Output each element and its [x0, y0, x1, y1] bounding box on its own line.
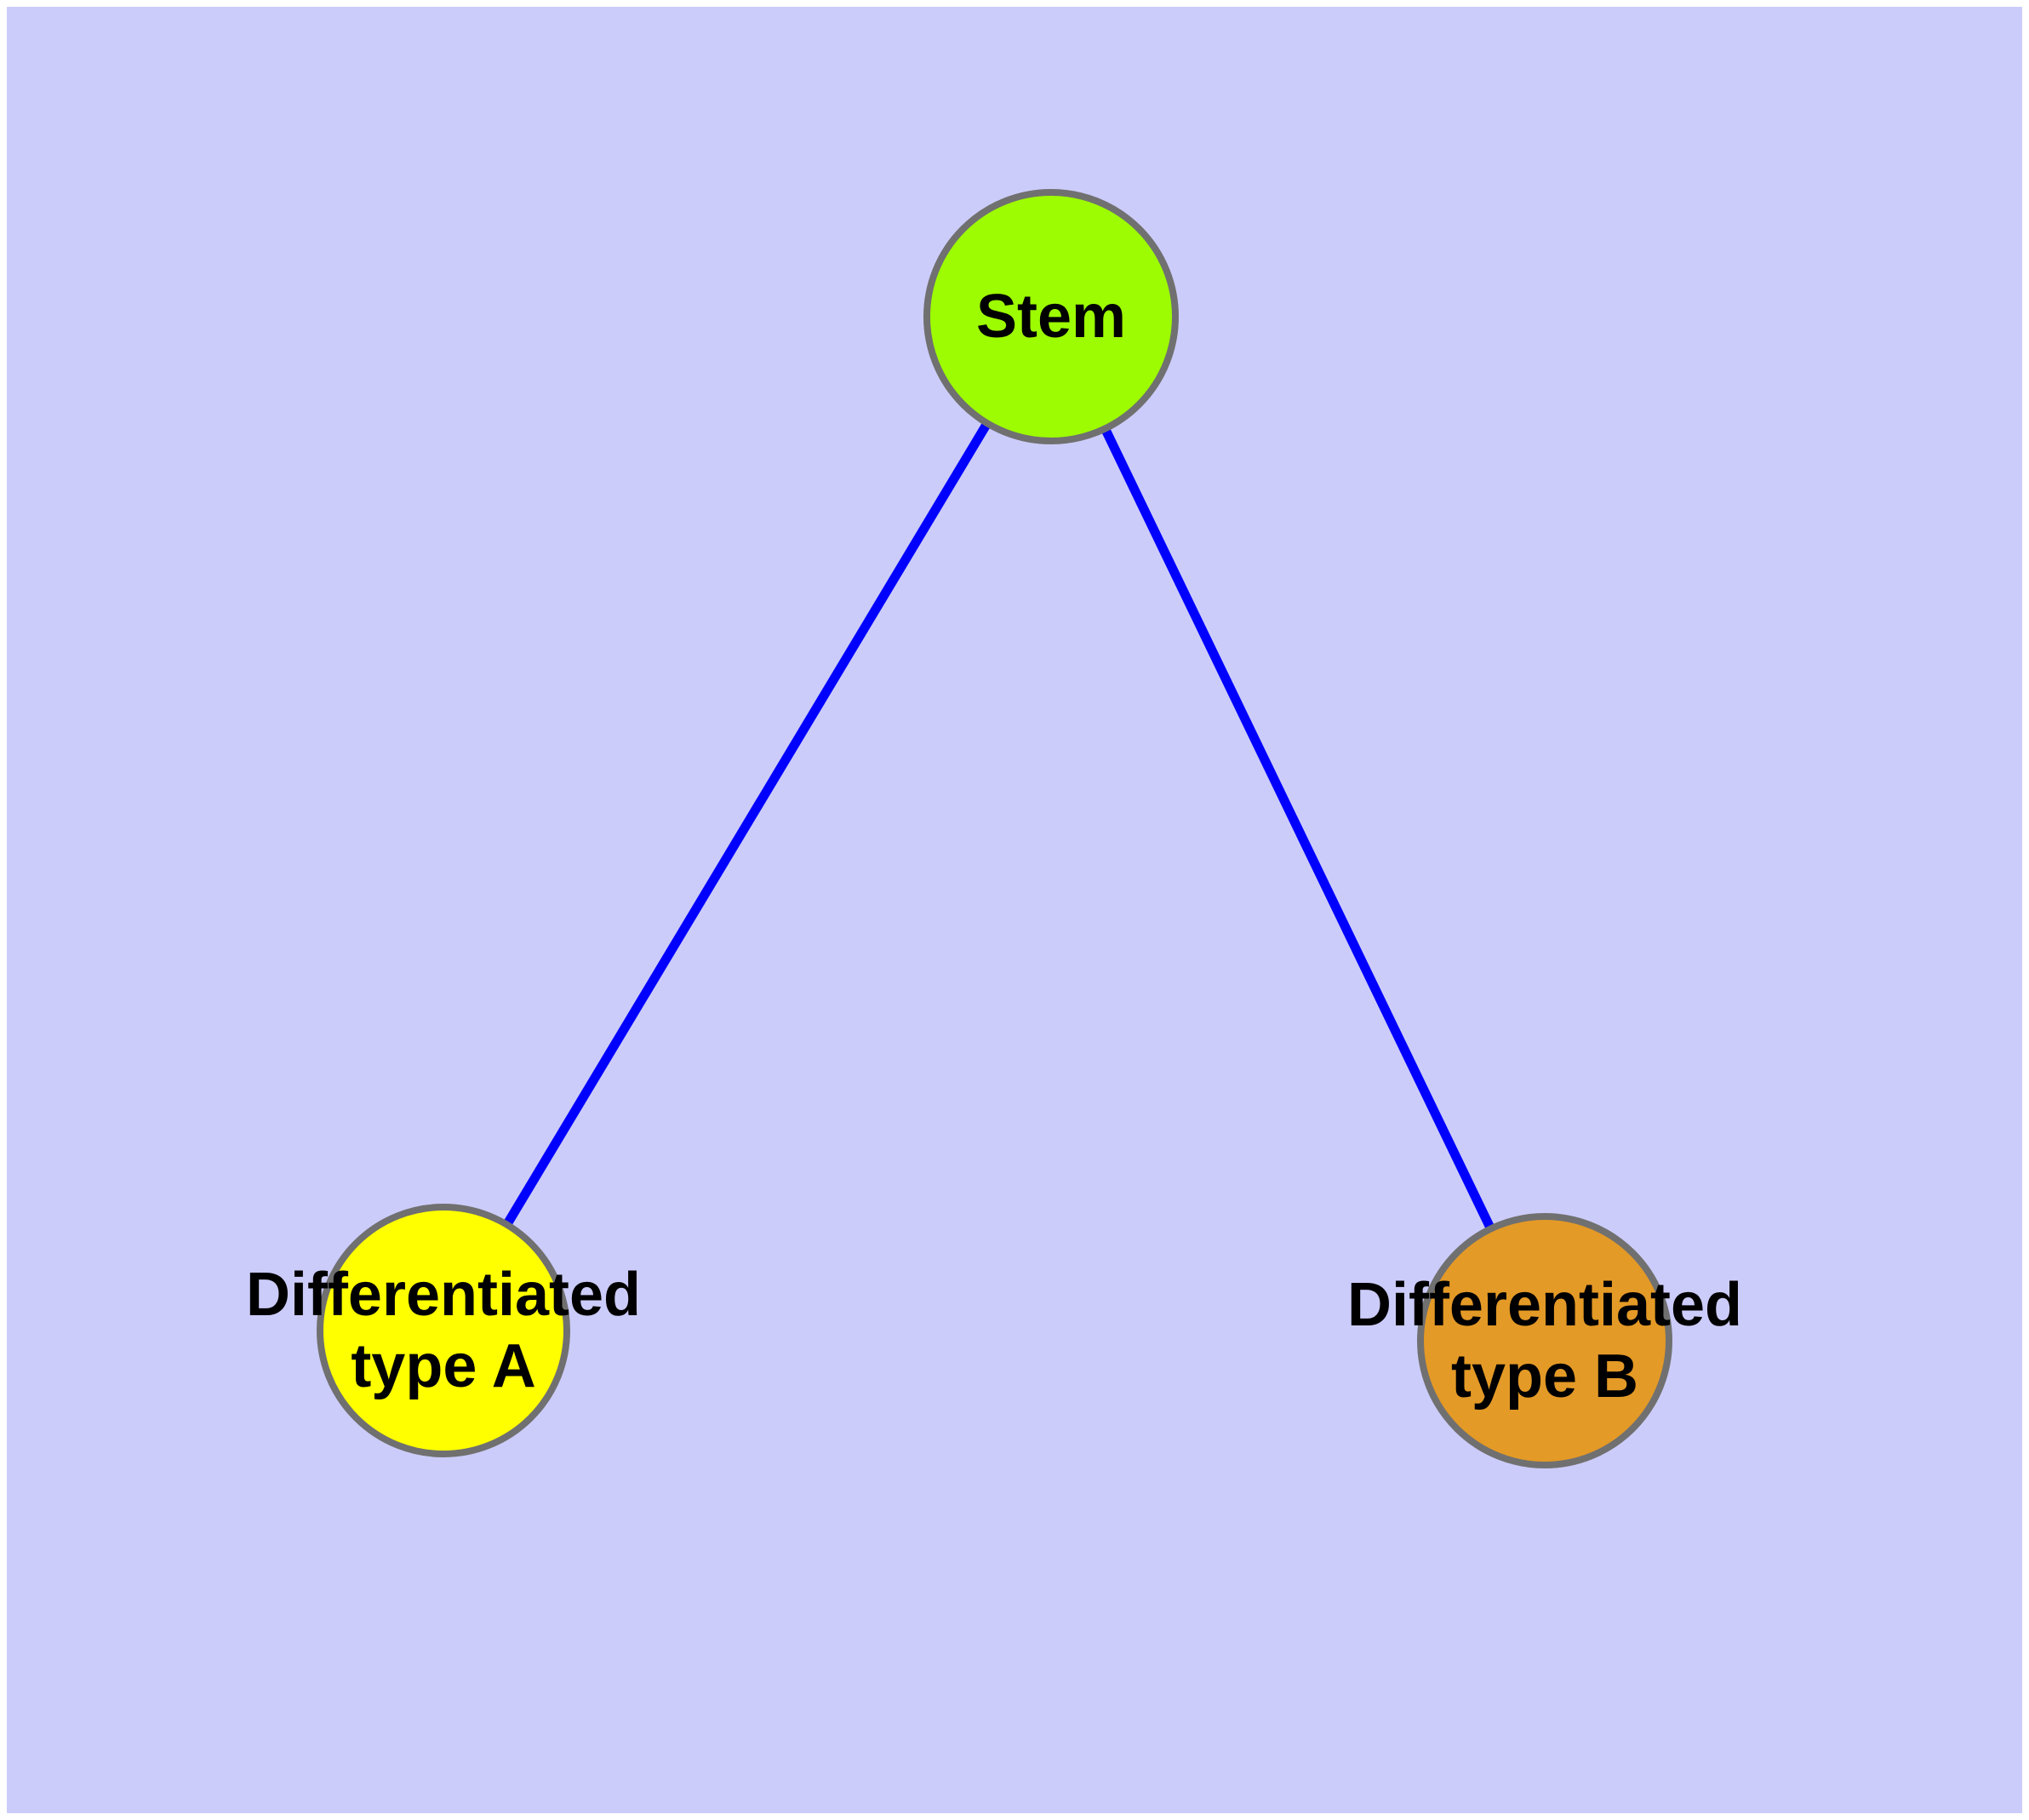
- edge-stem-diff-a[interactable]: [439, 314, 1055, 1333]
- node-label-line: Differentiated: [246, 1261, 641, 1329]
- node-diff_a[interactable]: [317, 1204, 570, 1457]
- node-stem[interactable]: [923, 189, 1179, 444]
- node-label-line: Stem: [976, 283, 1126, 351]
- edge-stem-diff-b[interactable]: [1047, 314, 1549, 1343]
- node-label-line: type B: [1451, 1342, 1638, 1411]
- nodes-layer: [317, 189, 1672, 1468]
- edges-layer: [439, 314, 1549, 1343]
- node-label-line: Differentiated: [1347, 1271, 1742, 1339]
- node-diff_b[interactable]: [1417, 1213, 1672, 1468]
- node-label-line: type A: [351, 1332, 535, 1400]
- node-label-stem: Stem: [976, 283, 1126, 351]
